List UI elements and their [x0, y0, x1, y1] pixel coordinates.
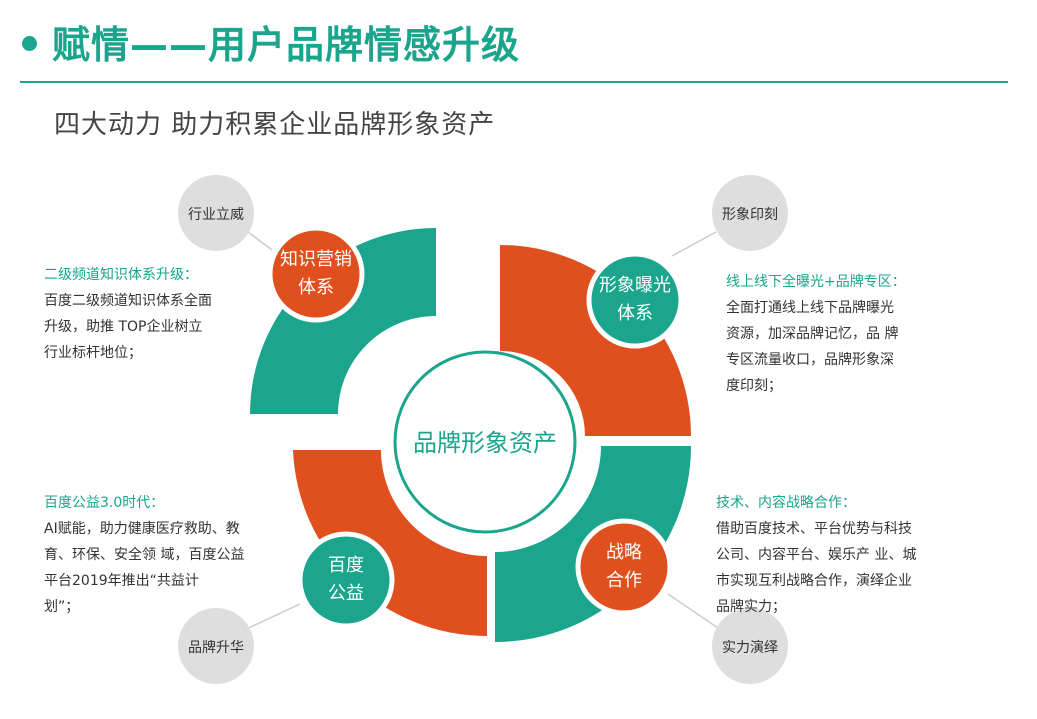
desc-line: 公司、内容平台、娱乐产 业、城: [716, 547, 917, 563]
desc-strategy: 技术、内容战略合作： 借助百度技术、平台优势与科技 公司、内容平台、娱乐产 业、…: [716, 490, 916, 620]
center-circle: [393, 350, 577, 534]
desc-line: 升级，助推 TOP企业树立: [44, 319, 203, 335]
desc-line: 百度二级频道知识体系全面: [44, 293, 212, 309]
connector-knowledge: [247, 231, 273, 251]
desc-line: 资源，加深品牌记忆，品 牌: [726, 326, 899, 342]
arc-public: [293, 450, 487, 637]
feature-circle-strategy: [575, 518, 673, 616]
desc-image: 线上线下全曝光+品牌专区： 全面打通线上线下品牌曝光 资源，加深品牌记忆，品 牌…: [726, 269, 906, 399]
desc-heading-public: 百度公益3.0时代：: [44, 495, 165, 511]
desc-heading-strategy: 技术、内容战略合作：: [716, 495, 856, 511]
page-subtitle: 四大动力 助力积累企业品牌形象资产: [54, 110, 496, 140]
feature-circle-image: [586, 251, 684, 349]
desc-knowledge: 二级频道知识体系升级： 百度二级频道知识体系全面 升级，助推 TOP企业树立 行…: [44, 262, 212, 366]
connector-strategy: [667, 593, 719, 629]
tag-label-image: 形象印刻: [722, 207, 778, 223]
desc-heading-image: 线上线下全曝光+品牌专区：: [726, 274, 906, 290]
connector-image: [671, 231, 717, 257]
title-bullet-icon: [22, 36, 37, 51]
tag-circle-public: [178, 608, 254, 684]
desc-line: AI赋能，助力健康医疗救助、教: [44, 521, 240, 537]
tag-label-public: 品牌升华: [188, 640, 244, 656]
feature-label-strategy: 战略 合作: [606, 542, 642, 591]
connector-public: [239, 603, 301, 633]
desc-line: 划”；: [44, 599, 80, 615]
desc-line: 行业标杆地位；: [44, 345, 142, 361]
desc-line: 品牌实力；: [716, 599, 786, 615]
arc-image: [500, 245, 691, 436]
tag-label-knowledge: 行业立威: [188, 207, 244, 223]
feature-circle-knowledge: [267, 225, 365, 323]
tag-label-strategy: 实力演绎: [722, 640, 778, 656]
title-divider: [20, 81, 1008, 83]
desc-line: 全面打通线上线下品牌曝光: [726, 300, 894, 316]
desc-line: 专区流量收口，品牌形象深: [726, 352, 894, 368]
feature-label-public: 百度 公益: [328, 555, 364, 604]
feature-label-knowledge: 知识营销 体系: [280, 249, 352, 298]
tag-circle-image: [712, 175, 788, 251]
page-title: 赋情——用户品牌情感升级: [52, 23, 521, 67]
tag-circle-strategy: [712, 608, 788, 684]
arc-knowledge: [250, 228, 436, 414]
feature-circle-public: [297, 531, 395, 629]
desc-public: 百度公益3.0时代： AI赋能，助力健康医疗救助、教 育、环保、安全领 域，百度…: [44, 490, 244, 620]
desc-line: 市实现互利战略合作，演绎企业: [716, 573, 912, 589]
tag-circle-knowledge: [178, 175, 254, 251]
center-label: 品牌形象资产: [413, 429, 557, 457]
desc-line: 平台2019年推出“共益计: [44, 573, 199, 589]
desc-line: 育、环保、安全领 域，百度公益: [44, 547, 245, 563]
feature-label-image: 形象曝光 体系: [599, 275, 671, 324]
desc-line: 借助百度技术、平台优势与科技: [716, 521, 912, 537]
desc-line: 度印刻；: [726, 378, 782, 394]
desc-heading-knowledge: 二级频道知识体系升级：: [44, 267, 198, 283]
